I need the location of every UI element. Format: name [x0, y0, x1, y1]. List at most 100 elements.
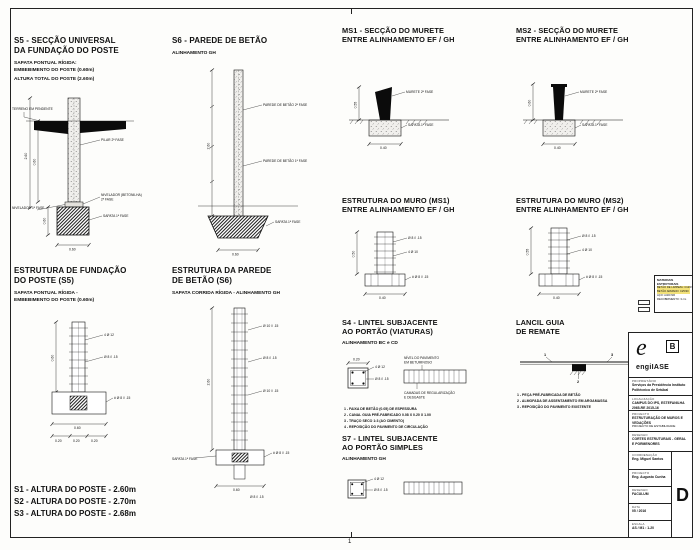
- post-heights: S1 - ALTURA DO POSTE - 2.60m S2 - ALTURA…: [14, 486, 136, 518]
- ep-s6-leader-sapata: [194, 455, 217, 459]
- ms2-leader-sapata: [574, 124, 582, 129]
- credit-label-data: Data: [632, 504, 641, 509]
- s4-label-camadas-1: CAMADAS DE REGULARIZAÇÃO: [404, 390, 455, 395]
- lancil-leader-3: [606, 356, 613, 363]
- s5-dim-sapata-w: 0.60: [55, 242, 91, 252]
- s5-dim-total-text: 2.60: [24, 153, 28, 160]
- ms2-title-line2: ENTRE ALINHAMENTO EF / GH: [516, 35, 629, 45]
- s7-section: [347, 479, 367, 499]
- ep-s6-dim-width: 0.60: [214, 483, 266, 492]
- s5-ground: [26, 120, 134, 134]
- project-row: PROJECTO ESTRUTURAÇÃO DE MUROS E VEDAÇÕE…: [629, 410, 692, 431]
- ep-s6-footing: [215, 449, 265, 480]
- ef-s5-dim-width: 0.60: [50, 421, 108, 430]
- lancil-header: LANCIL GUIA DE REMATE: [516, 318, 565, 337]
- ms2-label-murete: MURETE 2ª FASE: [580, 90, 608, 94]
- credits-left-col: Coordenação Eng. Miguel Santos Projecto …: [629, 452, 672, 538]
- lancil-title-line1: LANCIL GUIA: [516, 318, 565, 327]
- muro-ms1-dim-width-text: 0.40: [379, 296, 386, 300]
- ef-s5-header: ESTRUTURA DE FUNDAÇÃO DO POSTE (S5) SAPA…: [14, 266, 126, 304]
- location-row: LOCALIZAÇÃO CAMPUS DO IPS, ESTEFANILHA 2…: [629, 395, 692, 410]
- credit-row-escala: Escala AS / M1 : 1-20: [629, 520, 671, 538]
- ep-s6-label-r5: Ø 8 // .15: [250, 495, 264, 499]
- ms2-label-sapata: SAPATA 1ª FASE: [582, 123, 608, 127]
- s4-label-pav-2: EM BETUMINOSO: [404, 361, 432, 365]
- muro-ms2-title-line1: ESTRUTURA DO MURO (MS2): [516, 196, 624, 205]
- muro-ms2-rebar-drawing: Ø 8 // .15 4 Ø 10 # Ø 8 // .15 0.55 0.40: [526, 226, 602, 300]
- ms1-label-murete: MURETE 2ª FASE: [406, 90, 434, 94]
- owner-label: PROPRIETÁRIO: [632, 378, 657, 383]
- ms2-murete-drawing: MURETE 2ª FASE SAPATA 1ª FASE 0.60 0.40: [523, 82, 623, 150]
- s5-dim-total: 2.60: [24, 96, 33, 210]
- muro-ms2-header: ESTRUTURA DO MURO (MS2) ENTRE ALINHAMENT…: [516, 196, 629, 215]
- credit-label-coordenacao: Coordenação: [632, 452, 658, 457]
- sheet-letter: D: [676, 484, 689, 505]
- ef-s5-dim-row2: 0.20 0.20 0.20: [50, 433, 108, 443]
- ep-s6-dim-width-text: 0.60: [233, 488, 240, 492]
- ep-s6-leader-r2: [247, 357, 263, 363]
- scale-bar-1: [638, 300, 650, 305]
- muro-ms1-dim-width: 0.40: [363, 291, 407, 300]
- lancil-notes: 1 - PEÇA PRÉ-FABRICADA DE BETÃO 2 - ALMO…: [517, 392, 607, 410]
- muro-ms1-title-line1: ESTRUTURA DO MURO (MS1): [342, 196, 450, 205]
- materials-line-3: AÇO: A400 NR: [657, 294, 676, 298]
- owner-row: PROPRIETÁRIO Serviços da Presidência Ins…: [629, 377, 692, 395]
- s6-dim-height-text: 2.60: [207, 143, 211, 150]
- lancil-ref-3: 3: [611, 353, 613, 357]
- drawing-label: DESENHO: [632, 432, 648, 437]
- lancil-leader-1: [545, 356, 553, 363]
- ms2-ground: [523, 119, 623, 125]
- credit-row-data: Data 05 / 2016: [629, 503, 671, 520]
- s5-subtitle-2: EMBEBIMENTO DO POSTE (0.60m): [14, 67, 95, 73]
- ms1-ground: [349, 119, 449, 125]
- ep-s6-leader-r3: [247, 390, 263, 396]
- muro-ms1-dim-left: 0.50: [352, 230, 360, 276]
- ms1-dim-left: 0.55: [354, 85, 362, 122]
- ms1-dim-width: 0.40: [367, 141, 403, 150]
- s6-leader-parede2: [242, 104, 263, 111]
- scale-bar-2: [638, 307, 650, 312]
- credit-label-projecto: Projecto: [632, 470, 650, 475]
- ef-s5-dim-width-text: 0.60: [74, 426, 81, 430]
- title-block-bordered: e B engiIASE PROPRIETÁRIO Serviços da Pr…: [628, 332, 693, 538]
- muro-ms2-label-r3: # Ø 8 // .15: [586, 275, 602, 279]
- ep-s6-label-r3: Ø 10 // .15: [263, 389, 279, 393]
- ms1-dim-left-text: 0.55: [354, 102, 358, 109]
- s4-note-4: 4 - REPOSIÇÃO DO PAVIMENTO DE CIRCULAÇÃO: [344, 425, 428, 430]
- ms2-dim-left: 0.60: [528, 82, 536, 122]
- muro-ms1-leader-r1: [392, 237, 408, 243]
- ms1-header: MS1 - SECÇÃO DO MURETE ENTRE ALINHAMENTO…: [342, 26, 455, 45]
- s5-leader-nivelador-esq: [36, 204, 66, 211]
- ms1-label-sapata: SAPATA 1ª FASE: [408, 123, 434, 127]
- muro-ms2-label-r2: 4 Ø 10: [582, 248, 592, 252]
- s5-dim-sapata-h-text: 0.60: [43, 218, 47, 225]
- muro-ms2-dim-left-text: 0.55: [526, 249, 530, 256]
- s6-label-parede1: PAREDE DE BETÃO 1ª FASE: [263, 158, 308, 163]
- s6-header: S6 - PAREDE DE BETÃO ALINHAMENTO GH: [172, 36, 267, 57]
- s4-label-r2: Ø 8 // .15: [375, 377, 389, 381]
- s5-section-drawing: 2.60 TERRENO EM PENDENTE PILAR 2ª FASE 0…: [12, 96, 142, 252]
- drawing-row: DESENHO CORTES ESTRUTURAIS - GERAL E POR…: [629, 431, 692, 451]
- muro-ms1-label-r2: 4 Ø 10: [408, 250, 418, 254]
- ef-s5-footing: [51, 391, 107, 415]
- ep-s6-label-sapata: SAPATA 1ª FASE: [172, 457, 198, 461]
- muro-ms1-rebar-drawing: Ø 8 // .15 4 Ø 10 # Ø 8 // .15 0.50 0.40: [352, 230, 428, 300]
- ef-s5-dim-b-text: 0.20: [73, 439, 80, 443]
- muro-ms1-leader-r3: [404, 276, 412, 281]
- ms2-dim-left-text: 0.60: [528, 100, 532, 107]
- credit-value-desenho: FACULUM: [632, 492, 649, 497]
- s4-leader-r1: [363, 366, 375, 373]
- s6-dim-height: 2.60: [207, 68, 215, 218]
- muro-ms2-title-line2: ENTRE ALINHAMENTO EF / GH: [516, 205, 629, 215]
- s6-wall: [233, 69, 244, 217]
- ef-s5-dim-c-text: 0.20: [91, 439, 98, 443]
- logo-row: e B engiIASE: [629, 333, 692, 377]
- ms2-title-line1: MS2 - SECÇÃO DO MURETE: [516, 26, 618, 35]
- s6-dim-width-text: 0.60: [232, 253, 239, 257]
- muro-ms2-dim-left: 0.55: [526, 226, 534, 276]
- s4-note-1: 1 - FAIXA DE BETÃO (0.05) DE ESPESSURA: [344, 407, 417, 411]
- ms1-dim-width-text: 0.40: [380, 146, 387, 150]
- lancil-note-1: 1 - PEÇA PRÉ-FABRICADA DE BETÃO: [517, 393, 581, 397]
- project-label: PROJECTO: [632, 411, 650, 416]
- muro-ms2-dim-width-text: 0.40: [553, 296, 560, 300]
